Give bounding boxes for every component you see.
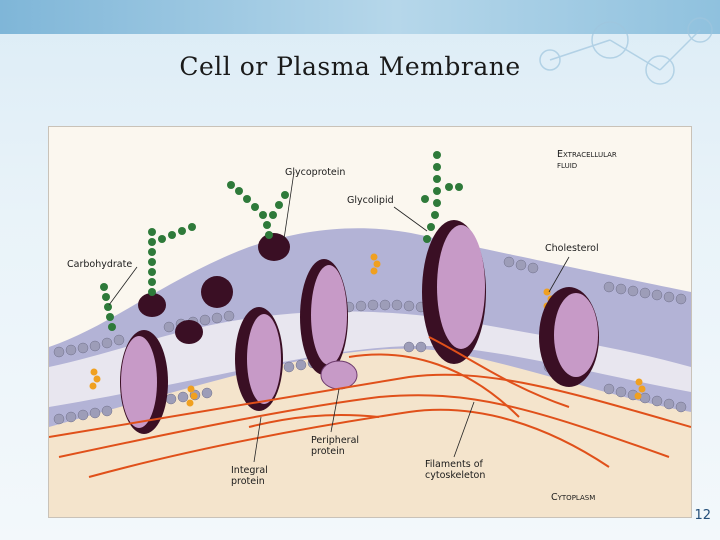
inner-head-groups — [53, 341, 687, 425]
label-glycoprotein: Glycoprotein — [285, 167, 346, 178]
cytoskeleton-filaments — [49, 336, 691, 478]
label-extracellular-fluid: Extracellular fluid — [557, 149, 617, 171]
label-extracellular-line2: fluid — [557, 160, 578, 171]
label-integral-line2: protein — [231, 476, 265, 487]
membrane-illustration — [49, 127, 691, 517]
outer-head-groups — [53, 256, 687, 358]
slide-title: Cell or Plasma Membrane — [179, 52, 521, 81]
label-cholesterol: Cholesterol — [545, 243, 599, 254]
label-filaments-line2: cytoskeleton — [425, 470, 486, 481]
label-integral-protein: Integral protein — [231, 465, 268, 487]
lipid-tails — [49, 311, 691, 407]
label-cytoplasm: Cytoplasm — [551, 492, 596, 503]
label-peripheral-protein: Peripheral protein — [311, 435, 359, 457]
peripheral-protein-shape — [320, 360, 358, 390]
label-peripheral-line1: Peripheral — [311, 435, 360, 446]
title-banner — [0, 0, 720, 34]
label-integral-line1: Integral — [231, 465, 268, 476]
surface-proteins — [138, 233, 290, 344]
label-glycolipid: Glycolipid — [347, 195, 394, 206]
label-filaments-line1: Filaments of — [425, 459, 483, 470]
cytoplasm-region — [49, 337, 691, 517]
leader-lines — [108, 171, 570, 463]
label-filaments: Filaments of cytoskeleton — [425, 459, 485, 481]
carbohydrate-chains — [100, 151, 463, 331]
membrane-diagram: Glycoprotein Glycolipid Carbohydrate Cho… — [48, 126, 692, 518]
molecule-decoration — [539, 17, 713, 85]
label-peripheral-line2: protein — [311, 446, 345, 457]
integral-proteins — [120, 220, 599, 434]
slide-number: 12 — [694, 508, 711, 523]
label-extracellular-line1: Extracellular — [557, 149, 617, 160]
label-carbohydrate: Carbohydrate — [67, 259, 133, 270]
